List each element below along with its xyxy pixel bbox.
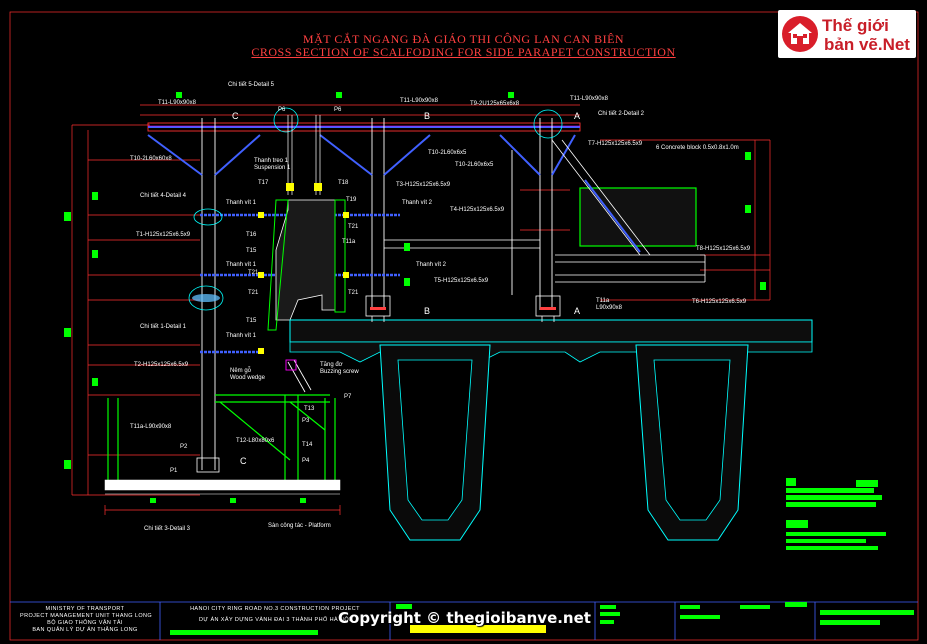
label-t7: T7-H125x125x6.5x9 [588,141,643,147]
detail-circles [188,107,563,311]
t7-brace [584,179,641,253]
counterweight-frame [384,139,706,283]
green-tags [64,92,766,503]
label-detail4: Chi tiết 4-Detail 4 [140,193,187,199]
label-p4: P4 [302,458,310,464]
site-logo[interactable]: Thế giới bản vẽ.Net [778,10,916,58]
parapet-formwork [267,199,346,331]
label-suspension: Thanh treo 1 Suspension 1 [254,158,291,171]
hanger-clamps [286,183,322,191]
tb-org2: PROJECT MANAGEMENT UNIT THANG LONG [20,613,153,619]
label-t14: T14 [302,442,313,448]
anchor-bolts [196,295,561,473]
label-t4: T4-H125x125x6.5x9 [450,207,505,213]
label-thanhvit1b: Thanh vít 1 [226,262,257,268]
title-block [10,601,918,640]
section-b-top: B [424,111,431,121]
wedge-screw [285,359,312,393]
label-platform: Sàn công tác - Platform [268,523,331,529]
detail-1-highlight [192,294,220,302]
label-t8: T8-H125x125x6.5x9 [696,246,751,252]
label-detail3: Chi tiết 3-Detail 3 [144,526,191,532]
label-detail1: Chi tiết 1-Detail 1 [140,324,187,330]
label-detail2: Chi tiết 2-Detail 2 [598,111,645,117]
top-beam [147,122,581,132]
label-concrete-block: 6 Concrete block 0.5x0.8x1.0m [656,145,739,151]
label-t11-left: T11-L90x90x8 [158,100,196,106]
label-p6a: P6 [278,107,286,113]
logo-text-line2: bản vẽ.Net [824,35,910,54]
label-t13: T13 [304,406,315,412]
section-c-bottom: C [240,456,247,466]
label-t6: T6-H125x125x6.5x9 [692,299,747,305]
label-thanhvit1c: Thanh vít 1 [226,333,257,339]
section-a-bottom: A [574,306,581,316]
label-p3: P3 [302,418,310,424]
dimension-lines-left [71,104,580,515]
label-t10-mid2: T10-2L60x6x5 [455,162,494,168]
platform-deck [104,479,341,491]
label-t11b: T11a L90x90x8 [596,298,623,311]
house-icon [782,16,818,52]
section-a-top: A [574,111,581,121]
label-t11a: T11a [342,239,356,245]
label-t15a: T15 [246,248,257,254]
label-t5: T5-H125x125x6.5x9 [434,278,489,284]
label-t21d: T21 [348,290,359,296]
label-t1: T1-H125x125x6.5x9 [136,232,191,238]
section-markers [258,212,349,354]
label-p1: P1 [170,468,178,474]
drawing-frame [9,11,919,641]
label-p6b: P6 [334,107,342,113]
label-t15b: T15 [246,318,257,324]
lower-scaffold [107,394,336,490]
tb-project-vi: DỰ ÁN XÂY DỰNG VÀNH ĐAI 3 THÀNH PHỐ HÀ N… [199,617,351,623]
logo-text-line1: Thế giới [822,16,889,35]
dimension-lines-right [520,139,771,301]
label-t12: T12-L80x80x6 [236,438,275,444]
label-t10-mid1: T10-2L60x6x5 [428,150,467,156]
title-vietnamese: MẶT CẮT NGANG ĐÀ GIÁO THI CÔNG LAN CAN B… [302,32,625,46]
legend-block [786,478,886,550]
label-t16: T16 [246,232,257,238]
label-t21b: T21 [248,270,259,276]
label-t10-left: T10-2L60x60x8 [130,156,172,162]
label-p2: P2 [180,444,188,450]
label-detail5: Chi tiết 5-Detail 5 [228,82,275,88]
label-t21a: T21 [348,224,359,230]
copyright-watermark: Copyright © thegioibanve.net [338,609,591,627]
title-block-fills [170,602,914,635]
bolt-highlights [370,307,556,310]
box-girder-voids [397,359,731,521]
tb-org1: MINISTRY OF TRANSPORT [45,606,125,612]
label-thanhvit2b: Thanh vít 2 [416,262,447,268]
label-t2: T2-H125x125x6.5x9 [134,362,189,368]
section-b-bottom: B [424,306,431,316]
tb-org4: BAN QUẢN LÝ DỰ ÁN THĂNG LONG [32,627,138,633]
label-t18: T18 [338,180,349,186]
label-t19: T19 [346,197,357,203]
label-screw: Tăng đơ Buzzing screw [320,362,359,375]
label-t17: T17 [258,180,269,186]
tb-org3: BỘ GIAO THÔNG VẬN TẢI [47,620,123,626]
label-p7: P7 [344,394,352,400]
tb-project-en: HANOI CITY RING ROAD NO.3 CONSTRUCTION P… [190,606,360,612]
label-thanhvit1a: Thanh vít 1 [226,200,257,206]
label-t3: T3-H125x125x6.5x9 [396,182,451,188]
suspension-hangers [287,115,321,195]
label-t11c: T11a-L90x90x8 [130,424,172,430]
section-c-top: C [232,111,239,121]
title-english: CROSS SECTION OF SCALFODING FOR SIDE PAR… [251,45,676,59]
label-t9: T9-2U125x65x6x8 [470,101,520,107]
label-thanhvit2a: Thanh vít 2 [402,200,433,206]
label-t11-right: T11-L90x90x8 [570,96,608,102]
label-t21c: T21 [248,290,259,296]
label-wedge: Nêm gỗ Wood wedge [230,368,265,381]
label-t11-mid: T11-L90x90x8 [400,98,438,104]
